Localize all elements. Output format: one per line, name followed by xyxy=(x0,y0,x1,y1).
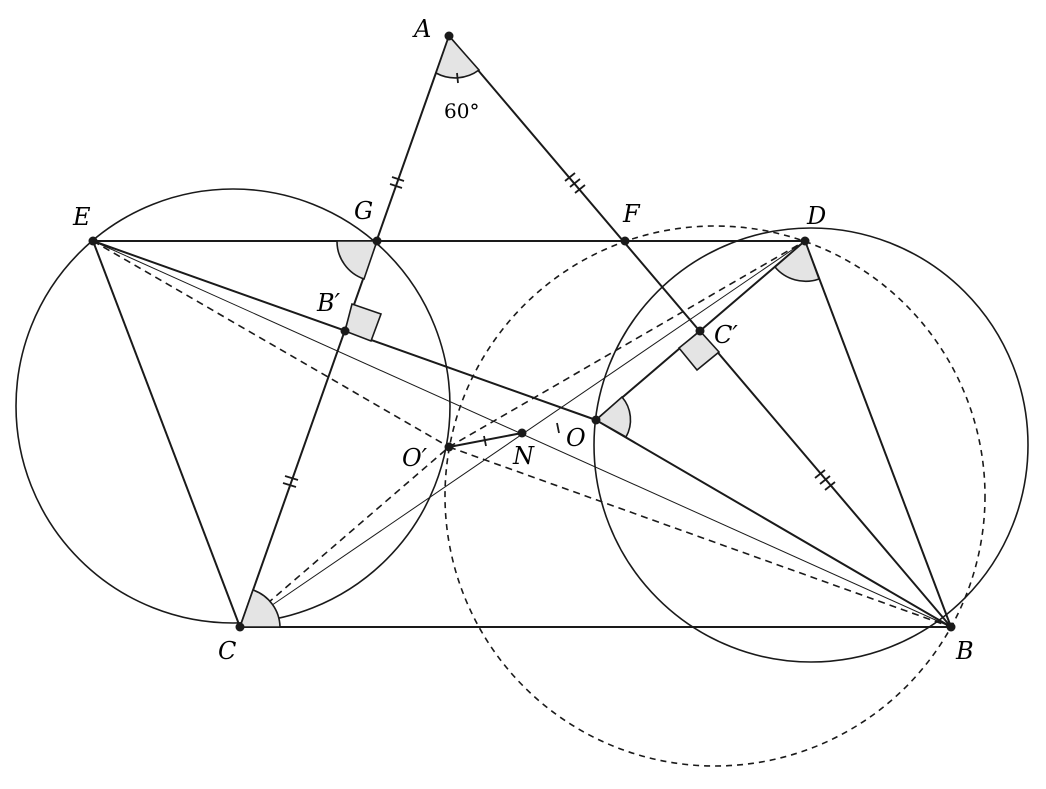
angle-G-marker xyxy=(336,240,379,281)
angle-A-tick xyxy=(456,72,459,84)
segment-EC xyxy=(92,240,241,628)
label-E: E xyxy=(72,203,91,231)
segment-OB xyxy=(595,419,952,628)
double-tick-AG xyxy=(389,176,405,189)
triple-tick-C-prime-B xyxy=(814,469,836,491)
angle-O-marker xyxy=(594,395,632,439)
right-angle-C-prime xyxy=(677,329,721,372)
right-angle-B-prime xyxy=(344,302,383,343)
dashed-EO-prime xyxy=(92,240,450,448)
double-tick-B-prime-C xyxy=(282,475,299,488)
dashed-O-prime-B xyxy=(448,446,952,628)
circle-left xyxy=(15,188,451,624)
angle-A-label: 60° xyxy=(444,99,479,123)
point-D xyxy=(800,236,810,246)
point-F xyxy=(620,236,630,246)
point-N xyxy=(517,428,527,438)
label-N: N xyxy=(512,442,535,470)
point-O xyxy=(591,415,601,425)
point-O-prime xyxy=(444,442,454,452)
point-G xyxy=(372,236,382,246)
point-C xyxy=(235,622,245,632)
label-G: G xyxy=(354,197,373,225)
segment-DB xyxy=(804,240,952,628)
label-B-prime: B′ xyxy=(316,289,341,317)
label-C: C xyxy=(218,637,236,665)
label-A: A xyxy=(412,15,431,43)
label-O: O xyxy=(566,424,586,452)
point-C-prime xyxy=(695,326,705,336)
label-F: F xyxy=(622,200,641,228)
label-D: D xyxy=(806,202,826,230)
point-A xyxy=(444,31,454,41)
angle-D-marker xyxy=(773,239,821,283)
label-C-prime: C′ xyxy=(714,321,738,349)
circle-right xyxy=(593,227,1029,663)
angle-C-marker xyxy=(238,588,281,628)
label-B: B xyxy=(955,637,974,665)
dashed-CO-prime xyxy=(239,446,450,628)
circle-dashed xyxy=(444,225,986,767)
point-B xyxy=(946,622,956,632)
tick-O-prime-N xyxy=(483,435,487,447)
triple-tick-AF xyxy=(564,172,586,194)
label-O-prime: O′ xyxy=(402,444,428,472)
dashed-O-prime-D xyxy=(448,240,806,448)
point-E xyxy=(88,236,98,246)
point-B-prime xyxy=(340,326,350,336)
angle-A-marker xyxy=(435,34,481,79)
tick-N-O xyxy=(556,422,560,434)
